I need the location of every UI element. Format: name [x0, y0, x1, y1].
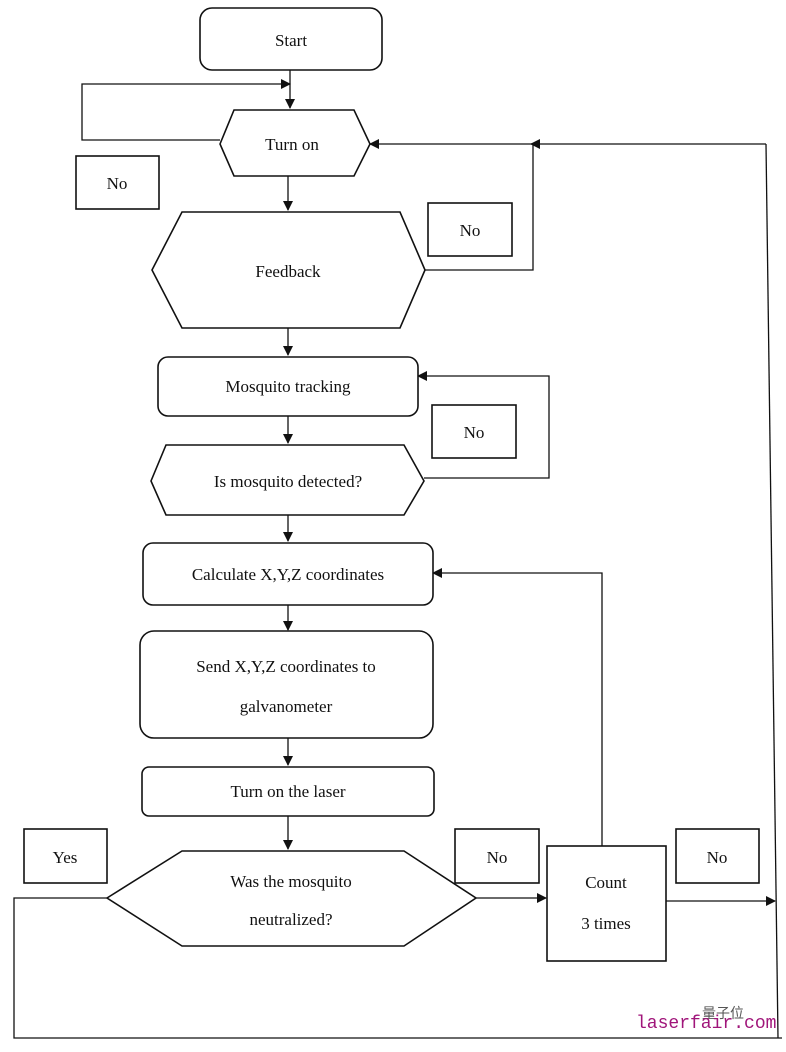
node-calc-text: Calculate X,Y,Z coordinates	[192, 565, 384, 584]
label-no-neutral-text: No	[487, 848, 508, 867]
label-no-feedback: No	[427, 202, 513, 257]
node-feedback: Feedback	[151, 211, 426, 329]
node-start: Start	[199, 7, 383, 71]
node-neutralized-text-line1: Was the mosquito	[230, 872, 351, 891]
label-no-count-text: No	[707, 848, 728, 867]
label-no-detected: No	[431, 404, 517, 459]
node-count: Count 3 times	[546, 845, 667, 962]
node-laser: Turn on the laser	[141, 766, 435, 817]
node-neutralized-text-line2: neutralized?	[249, 910, 332, 929]
label-no-turnon: No	[75, 155, 160, 210]
edge-count-calc	[432, 568, 603, 846]
label-no-detected-text: No	[464, 423, 485, 442]
node-count-text-line2: 3 times	[581, 914, 631, 933]
node-send-text-line2: galvanometer	[240, 697, 333, 716]
label-no-neutral: No	[454, 828, 540, 884]
node-neutralized: Was the mosquito neutralized?	[105, 850, 478, 947]
edge-turnon-no-loop	[81, 79, 291, 141]
label-no-count: No	[675, 828, 760, 884]
node-detected-text: Is mosquito detected?	[214, 472, 362, 491]
node-send: Send X,Y,Z coordinates to galvanometer	[139, 630, 434, 739]
watermark-cn-text: 量子位	[702, 1006, 744, 1022]
edge-feedback-no-loop	[425, 144, 534, 271]
label-yes-neutral: Yes	[23, 828, 108, 884]
edge-right-vertical	[765, 143, 779, 1039]
label-yes-neutral-text: Yes	[53, 848, 78, 867]
node-laser-text: Turn on the laser	[230, 782, 345, 801]
edge-neutral-yes-loop	[13, 897, 782, 1039]
node-calc: Calculate X,Y,Z coordinates	[142, 542, 434, 606]
label-no-turnon-text: No	[107, 174, 128, 193]
watermark-text: laserfair.com	[636, 1014, 776, 1034]
node-detected: Is mosquito detected?	[150, 444, 425, 516]
node-tracking-text: Mosquito tracking	[225, 377, 351, 396]
edges	[13, 70, 782, 1039]
node-count-text-line1: Count	[585, 873, 627, 892]
node-turn-on-text: Turn on	[265, 135, 319, 154]
node-send-text-line1: Send X,Y,Z coordinates to	[196, 657, 376, 676]
node-turn-on: Turn on	[219, 109, 371, 177]
node-start-text: Start	[275, 31, 307, 50]
node-tracking: Mosquito tracking	[157, 356, 419, 417]
watermark: 量子位 laserfair.com	[636, 1006, 776, 1034]
edge-detected-no-loop	[417, 371, 550, 479]
node-feedback-text: Feedback	[255, 262, 321, 281]
label-no-feedback-text: No	[460, 221, 481, 240]
